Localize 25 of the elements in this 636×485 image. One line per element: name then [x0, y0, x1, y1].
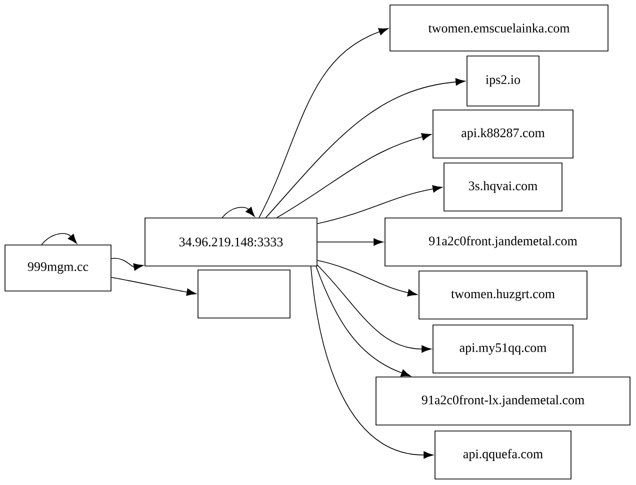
domain-box: 91a2c0front-lx.jandemetal.com: [376, 376, 630, 426]
arrow: [258, 28, 388, 218]
domain-box: 34.96.219.148:3333: [144, 218, 318, 266]
domain-box: 91a2c0front.jandemetal.com: [384, 218, 622, 266]
arrow: [41, 233, 77, 245]
domain-box: api.qquefa.com: [434, 430, 572, 480]
arrow: [276, 133, 432, 218]
arrow: [222, 206, 255, 218]
arrow: [265, 78, 466, 218]
arrow: [111, 258, 144, 271]
domain-box: ips2.io: [466, 56, 540, 106]
domain-box: api.k88287.com: [432, 110, 574, 158]
domain-box: 999mgm.cc: [4, 244, 112, 292]
domain-box: 3s.hqvai.com: [444, 162, 562, 212]
box: [198, 270, 290, 318]
domain-box: twomen.emscuelainka.com: [390, 4, 608, 52]
arrow: [310, 266, 434, 459]
arrow: [111, 277, 196, 296]
arrow: [317, 260, 418, 296]
arrow: [317, 185, 442, 224]
domain-box: api.my51qq.com: [432, 324, 574, 374]
arrow: [317, 264, 432, 353]
arrow: [317, 238, 384, 246]
arrow: [316, 266, 411, 376]
domain-box: twomen.huzgrt.com: [418, 270, 588, 320]
